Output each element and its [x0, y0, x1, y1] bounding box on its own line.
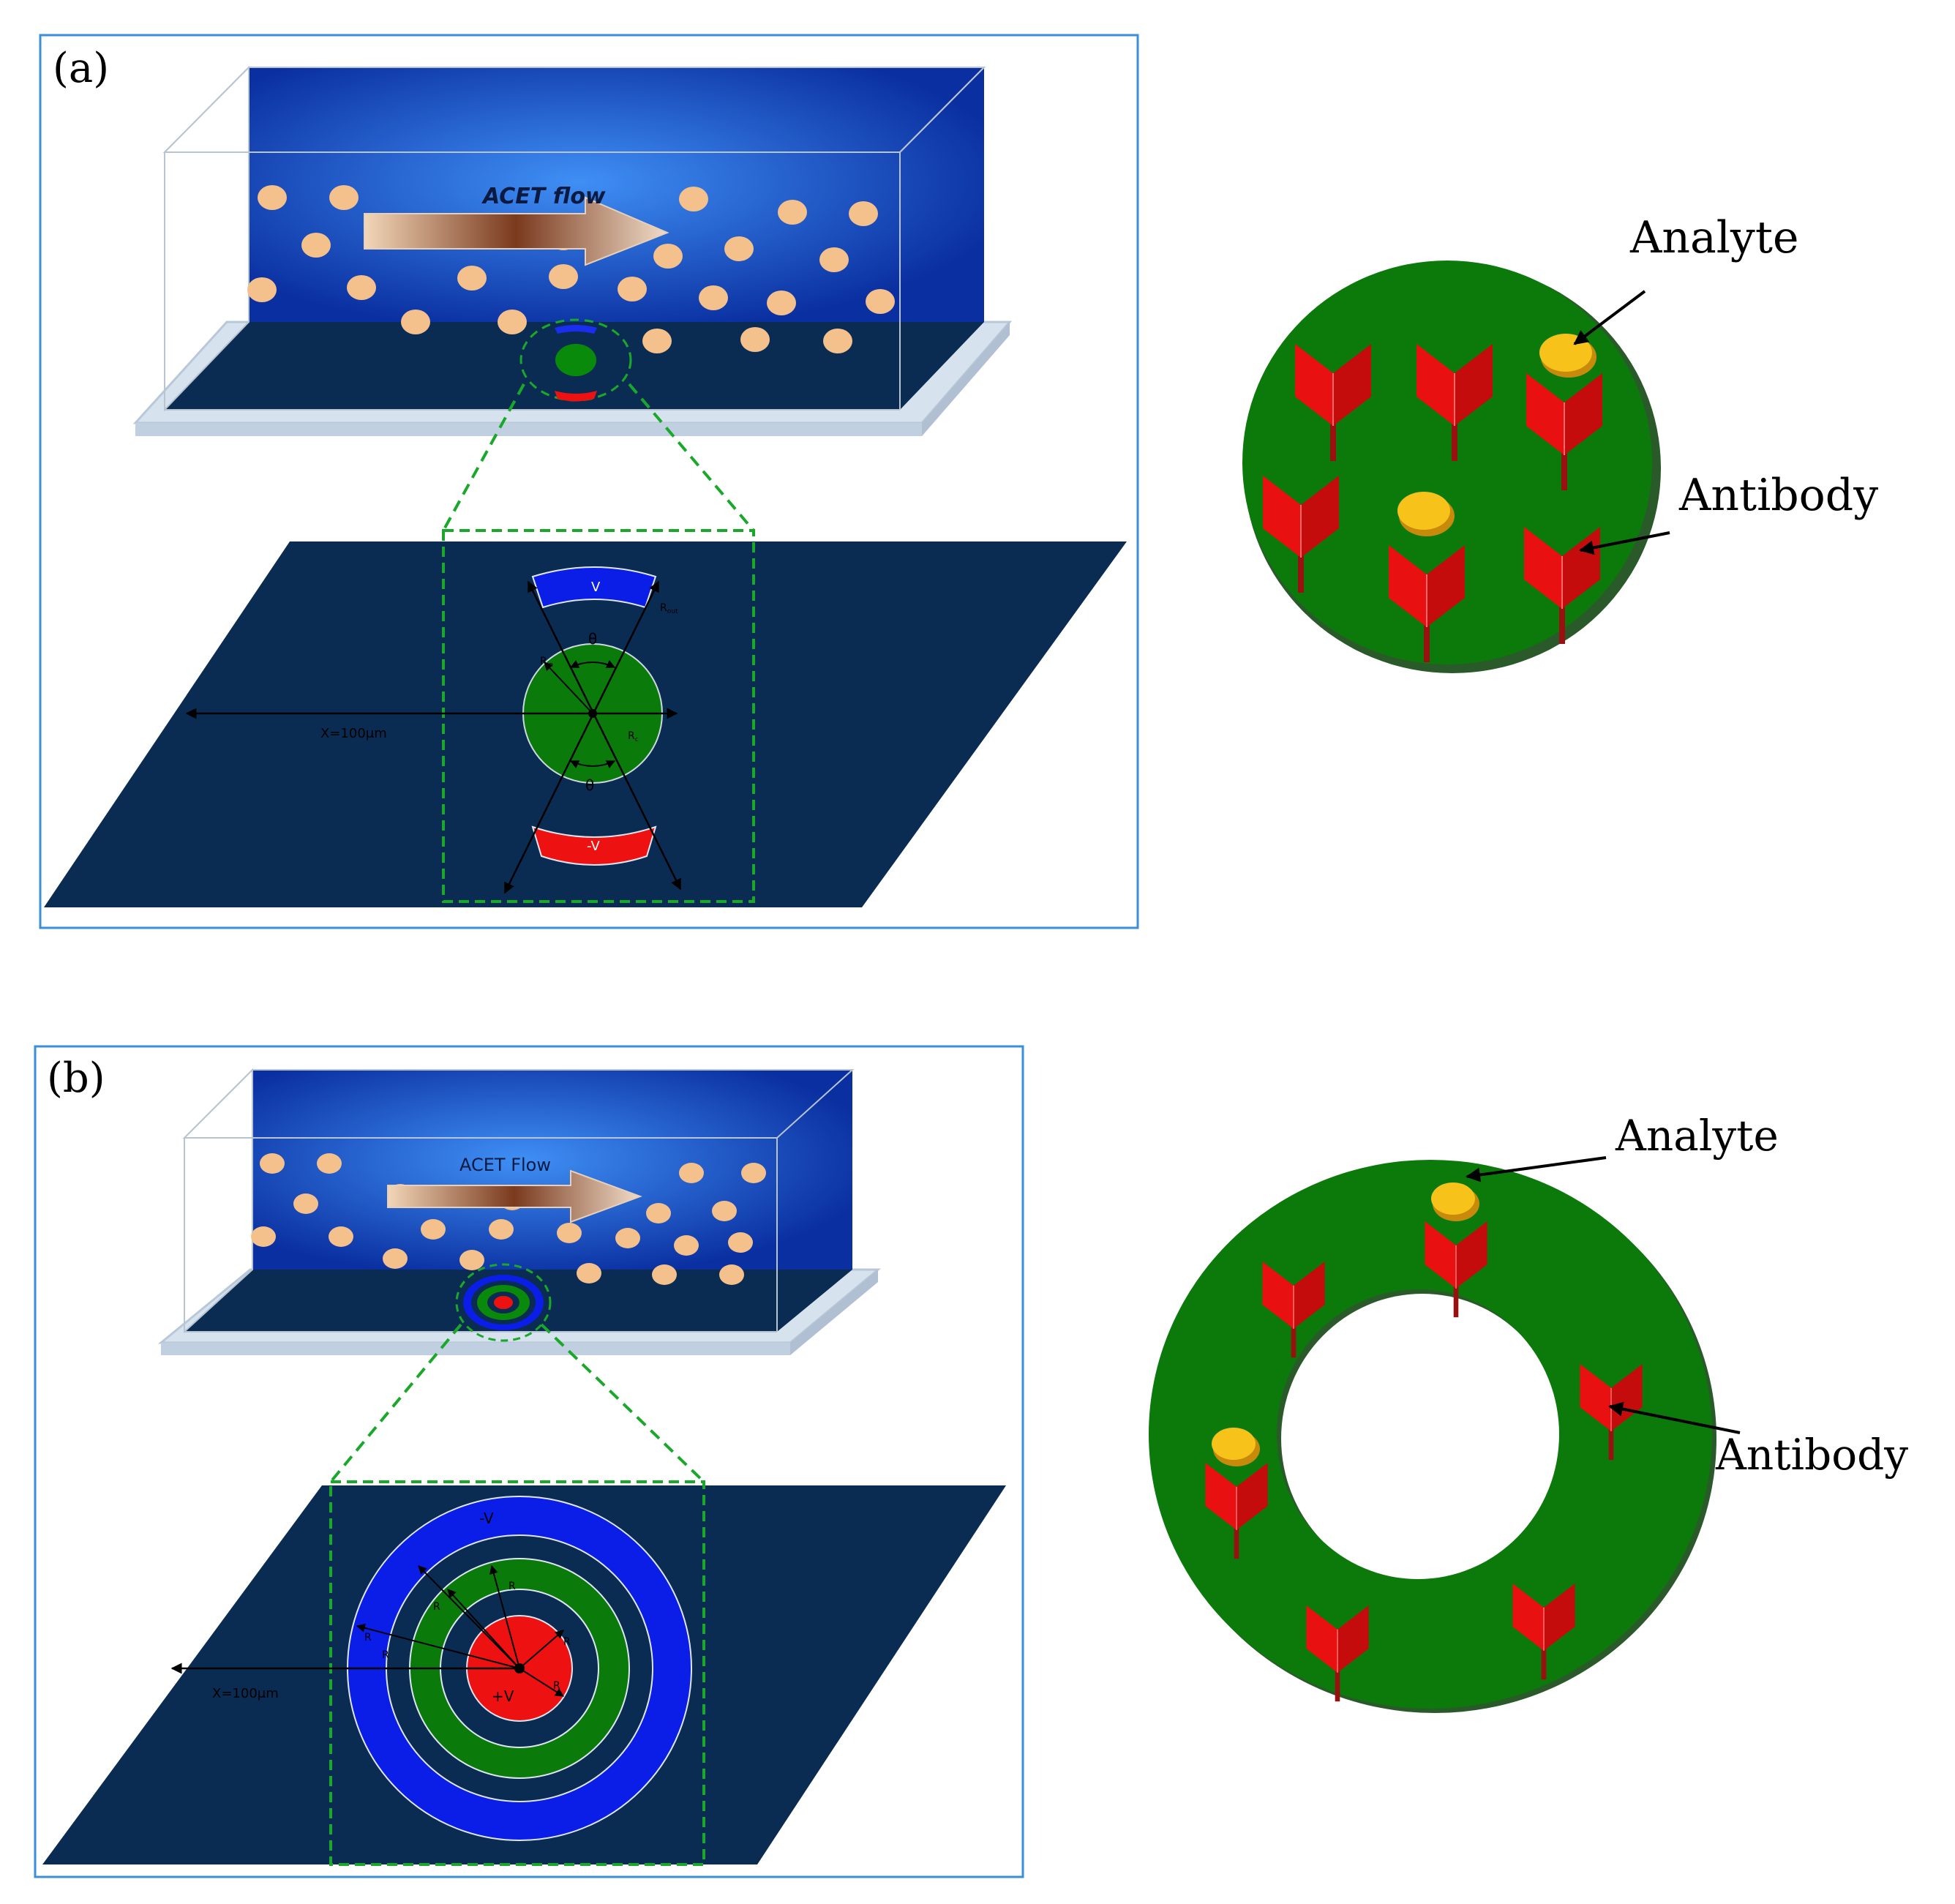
panel-b-electrode-detail: -V +V X=100μm R R R R R R [170, 1496, 692, 1841]
antibody-icon [1205, 1463, 1268, 1559]
panel-a-electrode-detail: V -V θ θ Rout Rin Rc X=100μm [185, 566, 682, 894]
antibody-icon [1306, 1605, 1369, 1702]
panel-a-electrode-bottom: -V [587, 839, 600, 854]
panel-b-flow-label: ACET Flow [459, 1155, 551, 1175]
antibody-icon [1416, 344, 1493, 461]
panel-a-flow-label: ACET flow [481, 184, 606, 209]
antibody-icon [1425, 1221, 1487, 1318]
panel-a-label: (a) [53, 45, 109, 92]
panel-b-zoom-lines [329, 1323, 705, 1483]
panel-b-distance: X=100μm [212, 1686, 279, 1701]
antibody-icon [1389, 545, 1465, 662]
antibody-icon [1262, 1262, 1325, 1358]
panel-a-channel [132, 65, 1013, 436]
panel-b-electrode-center: +V [492, 1687, 514, 1705]
panel-b-antibody-pointer [1608, 1401, 1741, 1434]
panel-a-angle-top: θ [588, 630, 597, 648]
antibody-icon [1526, 373, 1602, 490]
panel-b-r-label-4: R [563, 1636, 571, 1648]
antibody-icon [1295, 344, 1371, 461]
panel-a-analyte-pointer [1573, 290, 1646, 345]
panel-b-r-label-2: R [433, 1601, 440, 1613]
panel-b-flow-arrow: ACET Flow [387, 1155, 642, 1223]
panel-b-analytes [1212, 1182, 1479, 1466]
panel-b-analyte-label: Analyte [1615, 1111, 1779, 1161]
panel-b-label: (b) [47, 1054, 105, 1102]
panel-b-r-label-1: R [364, 1632, 372, 1643]
panel-a-frame [39, 34, 1139, 929]
panel-a-r-center: Rc [628, 730, 639, 743]
panel-a-distance: X=100μm [320, 726, 387, 741]
panel-b-electrode-mini [455, 1263, 552, 1342]
panel-a-electrode-top: V [591, 580, 601, 595]
panel-b-antibody-label: Antibody [1715, 1430, 1908, 1480]
panel-a-antibody-label: Antibody [1678, 470, 1878, 521]
panel-a-analyte-label: Analyte [1629, 212, 1798, 263]
panel-b-r-label-3: R [509, 1581, 516, 1592]
panel-a-sensor-disk [1242, 261, 1661, 673]
panel-b-antibodies [1205, 1221, 1643, 1702]
panel-a-angle-bottom: θ [585, 776, 594, 794]
antibody-icon [1263, 476, 1339, 593]
panel-a-flow-arrow: ACET flow [364, 184, 669, 266]
panel-b-analyte-pointer [1466, 1156, 1607, 1182]
panel-a-r-inner: Rin [540, 656, 553, 669]
panel-b-r-label-6: R [382, 1649, 389, 1661]
antibody-icon [1512, 1583, 1575, 1680]
panel-b-frame [34, 1045, 1024, 1878]
panel-b-electrode-outer: -V [479, 1510, 494, 1527]
panel-a-r-outer: Rout [660, 602, 678, 615]
panel-a-antibody-pointer [1579, 531, 1670, 555]
panel-a-electrode-mini [519, 318, 632, 402]
panel-b-r-label-5: R [553, 1680, 560, 1692]
panel-a-zoom-lines [442, 383, 755, 532]
